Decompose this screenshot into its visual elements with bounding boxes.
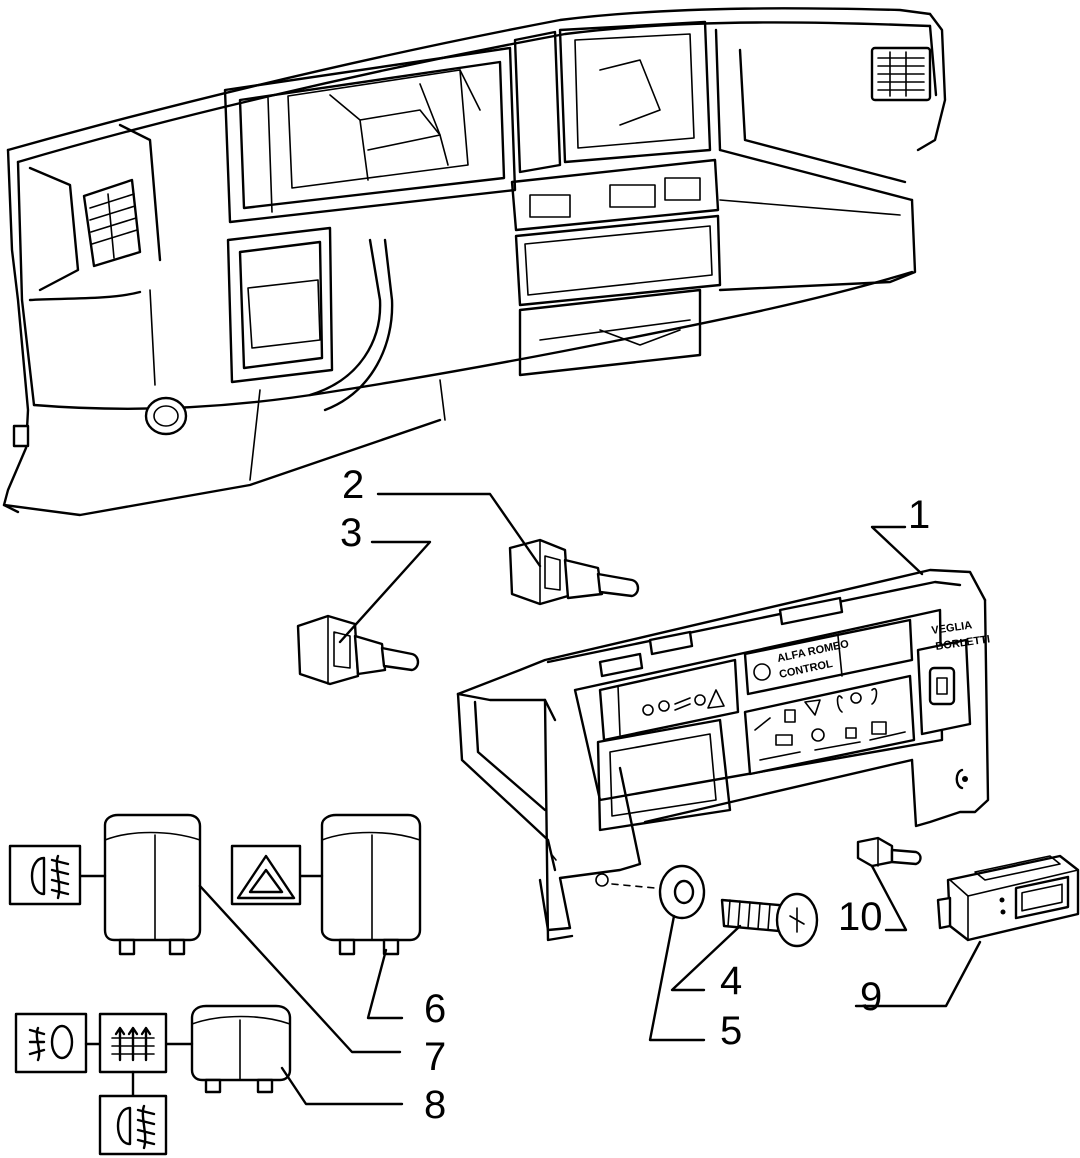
callout-7: 7	[424, 1035, 446, 1079]
dashboard-assembly	[2, 7, 947, 517]
hazard-triangle-icon	[230, 844, 302, 906]
callout-1: 1	[908, 493, 930, 537]
callout-6: 6	[424, 987, 446, 1031]
panel-switch-symbols	[642, 689, 725, 716]
switch-panel-part-1: ALFA ROMEO CONTROL VEGLIA BORLETTI	[456, 568, 991, 942]
relay-part-6	[298, 813, 422, 956]
panel-maker-line1: VEGLIA	[931, 619, 973, 637]
callout-9: 9	[860, 975, 882, 1019]
front-fog-lamp-icon	[8, 844, 82, 906]
side-light-icon	[14, 1012, 88, 1074]
leader-lines	[198, 492, 982, 1106]
sensor-part-10	[856, 836, 922, 868]
rear-fog-lamp-icon	[98, 1094, 168, 1156]
callout-numbers: 1 2 3 4 5 6 7 8 9 10	[340, 463, 930, 1127]
washer-part-5	[611, 864, 706, 920]
switch-part-2	[508, 538, 640, 606]
callout-3: 3	[340, 511, 362, 555]
digital-clock-part-9	[936, 854, 1080, 942]
rear-window-defrost-icon	[98, 1012, 168, 1074]
relay-part-8	[164, 1004, 292, 1094]
callout-8: 8	[424, 1083, 446, 1127]
relay-part-7	[78, 813, 202, 956]
warning-lamp-symbols	[754, 687, 906, 761]
switch-part-3	[296, 614, 420, 686]
callout-10: 10	[838, 895, 883, 939]
callout-4: 4	[720, 959, 742, 1003]
screw-part-4	[720, 892, 819, 948]
callout-2: 2	[342, 463, 364, 507]
callout-5: 5	[720, 1009, 742, 1053]
